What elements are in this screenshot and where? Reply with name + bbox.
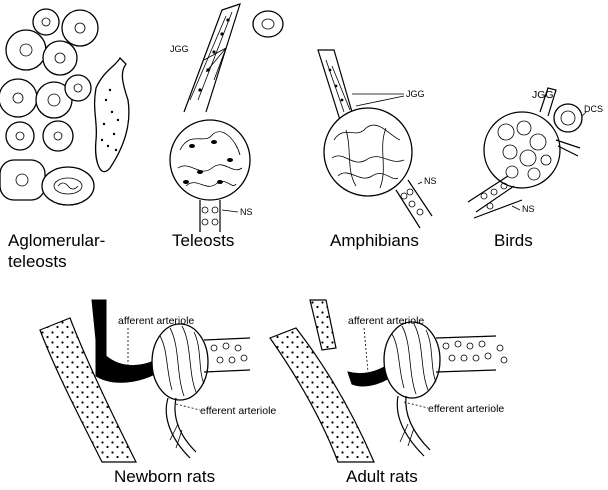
jgg-leader-lines xyxy=(203,47,227,81)
efferent-leader-line xyxy=(175,403,201,411)
afferent-vessel xyxy=(317,49,353,121)
panel-aglomerular-teleosts: Aglomerular- teleosts xyxy=(0,8,130,271)
collecting-cell-mass xyxy=(93,56,130,173)
label-afferent-arteriole: afferent arteriole xyxy=(348,315,424,327)
ns-leader-line xyxy=(221,209,239,213)
vessel xyxy=(539,87,581,157)
glomerulus xyxy=(483,111,561,189)
caption-teleosts: Teleosts xyxy=(172,231,234,250)
vessel-cross-section-small xyxy=(252,10,284,38)
label-ns: NS xyxy=(424,176,437,186)
interlobular-artery xyxy=(39,317,137,463)
tubule-cross-sections xyxy=(0,8,99,201)
caption-newborn-rats: Newborn rats xyxy=(114,467,215,486)
afferent-vessel xyxy=(183,3,241,113)
label-jgg: JGG xyxy=(406,89,425,99)
label-jgg: JGG xyxy=(532,89,554,101)
caption-amphibians: Amphibians xyxy=(330,231,419,250)
tubule-segment xyxy=(203,337,251,373)
efferent-arteriole-vessel xyxy=(165,397,197,459)
caption-aglomerular-teleosts-line2: teleosts xyxy=(8,252,67,271)
panel-amphibians: JGG NS Amphibians xyxy=(317,49,437,250)
efferent-arteriole-vessel xyxy=(396,395,431,457)
glomerulus xyxy=(323,107,413,197)
vessel-cross-section xyxy=(41,166,95,206)
label-efferent-arteriole: efferent arteriole xyxy=(428,403,504,415)
neck-segment xyxy=(467,175,523,219)
glomerulus xyxy=(383,321,441,399)
label-ns: NS xyxy=(522,204,535,214)
panel-teleosts: JGG NS Teleosts xyxy=(169,3,284,250)
panel-birds: JGG DCS NS Birds xyxy=(467,87,603,250)
tubule-segment xyxy=(435,335,508,373)
glomerulus xyxy=(151,323,209,401)
afferent-arteriole-vessel xyxy=(91,299,163,383)
label-jgg: JGG xyxy=(170,44,189,54)
neck-segment xyxy=(199,200,221,232)
distal-convoluted-segment xyxy=(553,103,583,133)
jgg-leader-lines xyxy=(352,93,405,107)
caption-birds: Birds xyxy=(494,231,533,250)
caption-adult-rats: Adult rats xyxy=(346,467,418,486)
dcs-leader-line xyxy=(581,111,587,117)
glomerulus xyxy=(169,119,251,201)
efferent-leader-line xyxy=(403,401,429,409)
ns-leader-line xyxy=(511,205,521,211)
neck-segment xyxy=(395,179,433,229)
afferent-leader-line xyxy=(363,327,369,373)
ns-leader-line xyxy=(417,181,423,185)
panel-newborn-rats: afferent arteriole efferent arteriole Ne… xyxy=(39,299,276,486)
caption-aglomerular-teleosts: Aglomerular- xyxy=(8,231,105,250)
label-afferent-arteriole: afferent arteriole xyxy=(118,315,194,327)
interlobular-artery xyxy=(269,299,375,463)
label-dcs: DCS xyxy=(584,104,603,114)
label-ns: NS xyxy=(240,207,253,217)
label-efferent-arteriole: efferent arteriole xyxy=(200,405,276,417)
panel-adult-rats: afferent arteriole efferent arteriole Ad… xyxy=(269,299,508,486)
